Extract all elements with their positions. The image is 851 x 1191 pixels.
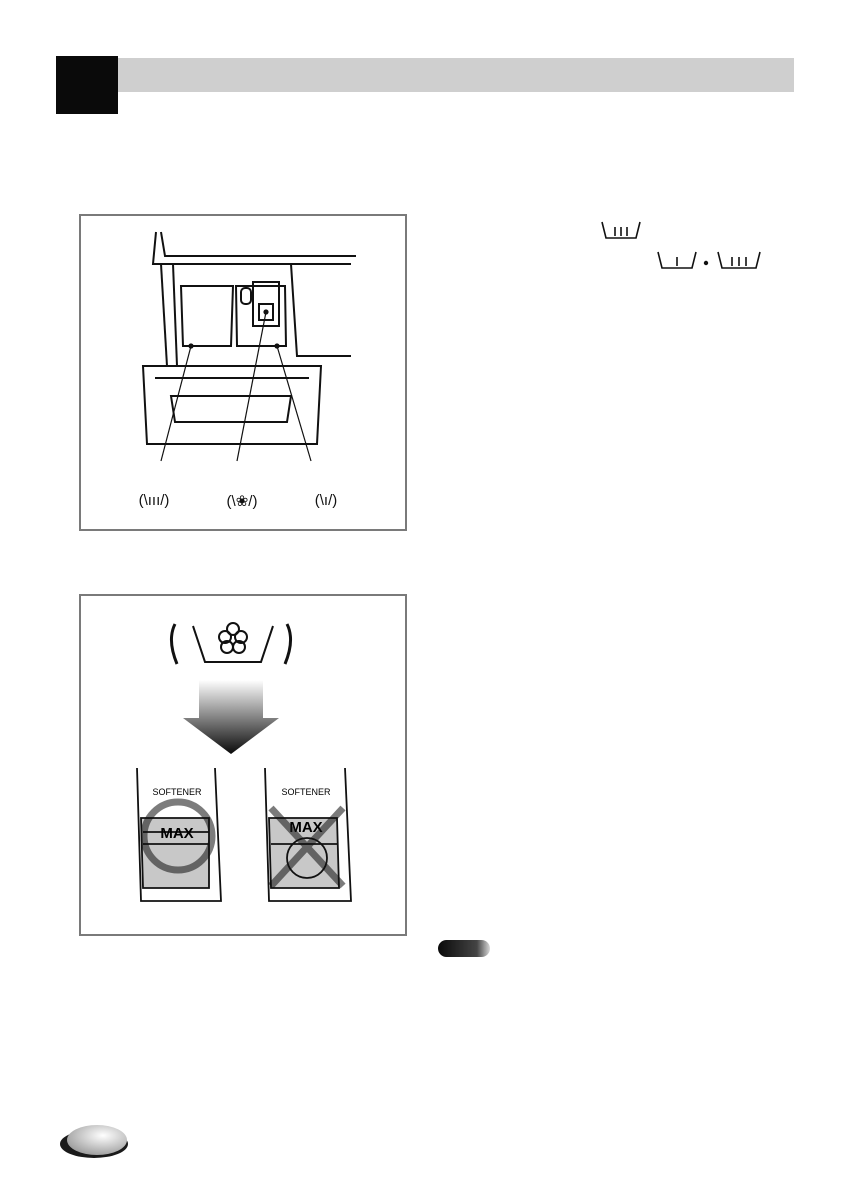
main-wash-symbol-inline	[602, 222, 640, 238]
dispenser-drawer-figure: (\ııı/) (\❀/) (\ı/)	[79, 214, 407, 531]
separator-dot	[704, 261, 708, 265]
inline-wash-symbols	[560, 214, 820, 274]
down-arrow-icon	[183, 680, 279, 754]
softener-panel-label-right: SOFTENER	[281, 787, 331, 797]
max-label-left: MAX	[160, 825, 193, 842]
note-label-pill	[438, 940, 490, 957]
dispenser-drawer-illustration	[81, 216, 405, 529]
section-header-bar	[118, 58, 794, 92]
main-wash-compartment-label: (\ııı/)	[119, 492, 189, 509]
softener-compartment-label: (\❀/)	[207, 492, 277, 510]
softener-icon	[171, 623, 290, 664]
softener-panel-label-left: SOFTENER	[152, 787, 202, 797]
softener-fill-level-figure: SOFTENER MAX SOFTENER MAX	[79, 594, 407, 936]
softener-fill-illustration: SOFTENER MAX SOFTENER MAX	[81, 596, 405, 934]
prewash-symbol-inline	[658, 252, 696, 268]
prewash-compartment-label: (\ı/)	[291, 492, 361, 509]
section-number-block	[56, 56, 118, 114]
main-wash-symbol-inline-2	[718, 252, 760, 268]
page-number-oval	[60, 1120, 128, 1160]
